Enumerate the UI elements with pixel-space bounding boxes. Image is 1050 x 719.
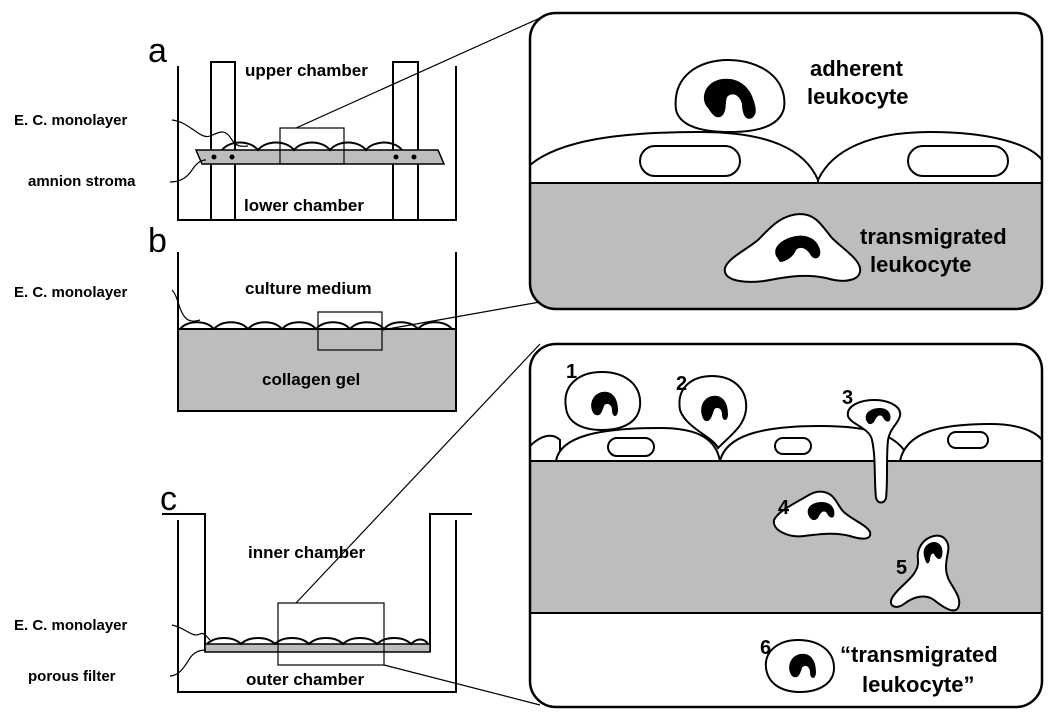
panel-b-ec-monolayer-label: E. C. monolayer bbox=[14, 284, 128, 301]
panel-c-insert-left bbox=[162, 513, 206, 652]
zoom-bottom-endothelial-cell-edge bbox=[530, 434, 561, 462]
panel-c-letter: c bbox=[160, 480, 177, 518]
zoom-bottom-matrix bbox=[530, 461, 1042, 613]
leukocyte-step-3-nucleus bbox=[865, 408, 891, 425]
leukocyte-step-5-nucleus bbox=[923, 542, 943, 564]
panel-c: c inner chamber outer chamber E. C. mono… bbox=[14, 480, 472, 693]
zoom-top-nucleus-left bbox=[639, 145, 741, 177]
zoom-top-frame bbox=[528, 11, 1044, 311]
panel-a-ec-monolayer bbox=[221, 141, 403, 152]
upper-chamber-label: upper chamber bbox=[245, 61, 368, 80]
zoom-top-nucleus-right bbox=[907, 145, 1009, 177]
panel-c-porous-filter bbox=[204, 643, 431, 653]
adherent-label-line2: leukocyte bbox=[807, 84, 909, 109]
panel-a-ec-monolayer-label: E. C. monolayer bbox=[14, 112, 128, 129]
step-2-number: 2 bbox=[676, 373, 687, 395]
panel-c-ec-monolayer bbox=[206, 637, 429, 646]
adherent-label-line1: adherent bbox=[810, 56, 904, 81]
connector-c-top bbox=[295, 343, 541, 604]
transmigrated-leukocyte-nucleus bbox=[775, 235, 821, 262]
leukocyte-step-2-nucleus bbox=[701, 395, 728, 422]
step-6-number: 6 bbox=[760, 637, 771, 659]
transmigrated-label-line2: leukocyte bbox=[870, 252, 972, 277]
panel-a-right-post bbox=[392, 61, 419, 221]
panel-b-ec-monolayer bbox=[179, 321, 453, 331]
zoom-bottom-panel: 1 2 3 4 5 6 “transmigrated leukocyte” bbox=[528, 342, 1044, 709]
step-5-number: 5 bbox=[896, 557, 907, 579]
step-1-number: 1 bbox=[566, 361, 577, 383]
panel-a-letter: a bbox=[148, 32, 167, 70]
leukocyte-step-3 bbox=[846, 398, 902, 504]
transmigrated-label-line1: transmigrated bbox=[860, 224, 1007, 249]
lower-chamber-label: lower chamber bbox=[244, 196, 364, 215]
zoom-connectors bbox=[295, 17, 541, 706]
panel-a-well bbox=[177, 66, 457, 221]
leukocyte-step-6-nucleus bbox=[789, 653, 816, 678]
inner-chamber-label: inner chamber bbox=[248, 543, 366, 562]
connector-b bbox=[381, 301, 541, 331]
panel-c-ec-monolayer-label: E. C. monolayer bbox=[14, 617, 128, 634]
adherent-leukocyte bbox=[674, 58, 786, 134]
culture-medium-label: culture medium bbox=[245, 279, 372, 298]
zoom-bottom-nucleus-1 bbox=[607, 437, 655, 457]
panel-a: a upper chamber lower chamber E. C. mono… bbox=[14, 32, 457, 221]
panel-b-zoom-box bbox=[317, 311, 383, 351]
panel-a-zoom-box bbox=[279, 127, 345, 165]
leukocyte-step-4-nucleus bbox=[807, 502, 835, 521]
final-label-line2: leukocyte” bbox=[862, 672, 975, 697]
panel-c-zoom-box bbox=[277, 602, 385, 666]
leukocyte-step-4 bbox=[772, 490, 872, 540]
porous-filter-label: porous filter bbox=[28, 668, 116, 685]
panel-a-amnion-leader bbox=[169, 159, 207, 183]
zoom-bottom-frame bbox=[528, 342, 1044, 709]
final-label-line1: “transmigrated bbox=[840, 642, 998, 667]
zoom-top-panel: adherent leukocyte transmigrated leukocy… bbox=[528, 11, 1044, 311]
zoom-bottom-nucleus-2 bbox=[774, 437, 812, 455]
panel-c-ec-leader bbox=[171, 624, 211, 641]
zoom-bottom-nucleus-3 bbox=[947, 431, 989, 449]
panel-a-left-post bbox=[210, 61, 236, 221]
zoom-bottom-endothelial-cell-2 bbox=[718, 424, 912, 462]
connector-c-bottom bbox=[383, 664, 541, 706]
panel-a-amnion-stroma bbox=[194, 149, 446, 165]
panel-b-letter: b bbox=[148, 222, 167, 260]
leukocyte-step-1-nucleus bbox=[591, 391, 618, 416]
panel-c-outer-well bbox=[177, 520, 457, 693]
collagen-gel-label: collagen gel bbox=[262, 370, 360, 389]
amnion-stroma-label: amnion stroma bbox=[28, 173, 136, 190]
panel-b-well bbox=[177, 252, 457, 412]
panel-b: b culture medium collagen gel E. C. mono… bbox=[14, 222, 457, 412]
panel-b-ec-leader bbox=[171, 289, 201, 322]
panel-c-filter-leader bbox=[169, 649, 207, 677]
panel-b-collagen-gel bbox=[178, 329, 456, 411]
step-4-number: 4 bbox=[778, 497, 790, 519]
outer-chamber-label: outer chamber bbox=[246, 670, 364, 689]
panel-a-ec-leader bbox=[171, 119, 249, 147]
adherent-leukocyte-nucleus bbox=[703, 78, 756, 119]
step-3-number: 3 bbox=[842, 387, 853, 409]
panel-c-insert-right bbox=[429, 513, 472, 652]
panel-a-pins bbox=[211, 154, 417, 160]
connector-a-top bbox=[295, 17, 541, 129]
